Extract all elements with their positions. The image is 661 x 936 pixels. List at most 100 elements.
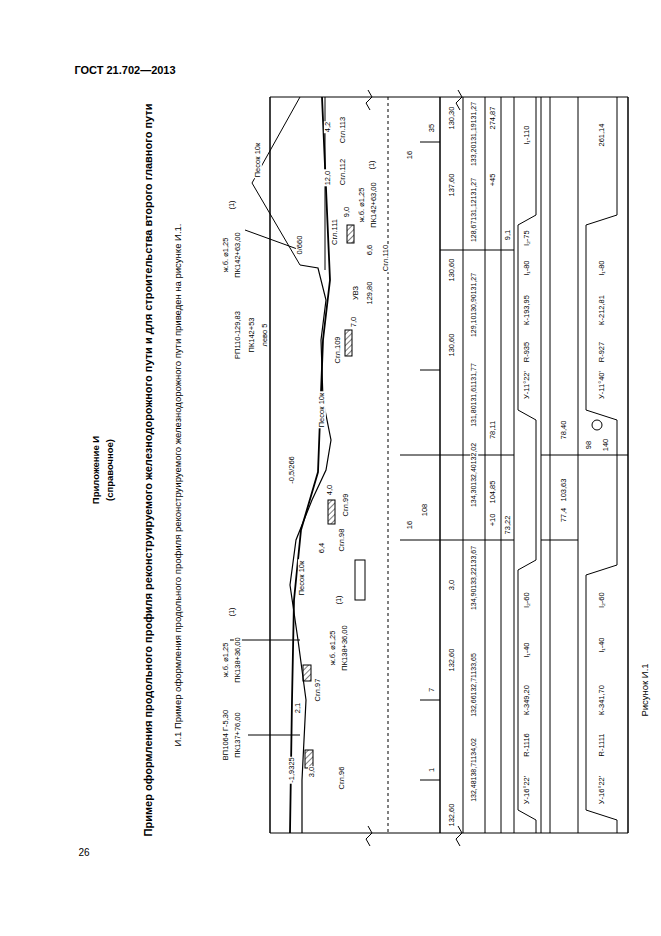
table-cell: 78,11 — [489, 420, 497, 440]
ground-line — [290, 265, 331, 833]
break-mark — [456, 826, 462, 846]
table-cell: 73,22 — [504, 515, 512, 536]
profile-label: 35 — [428, 123, 436, 133]
profile-label: Сгл.113 — [339, 116, 347, 144]
profile-label: Сгл.96 — [338, 766, 346, 791]
picket-tick — [420, 142, 440, 143]
culvert-hatch — [345, 330, 352, 356]
profile-label: 6,4 — [318, 542, 326, 554]
picket-tick — [400, 455, 440, 456]
profile-label: -0,5/266 — [288, 455, 296, 485]
table-cell: 9,1 — [504, 229, 512, 241]
table-cell: +10 — [489, 513, 497, 528]
profile-label: ПК142+63,00 — [234, 231, 242, 278]
table-line — [514, 97, 515, 833]
table-cell: 129,10130,90131,27 — [470, 272, 478, 338]
profile-label: УВЗ — [352, 285, 360, 301]
profile-label: Сгл.98 — [338, 528, 346, 553]
table-cell: l₁-80 — [523, 259, 531, 276]
profile-label: Песок 10к — [254, 142, 262, 179]
profile-label: ПК137+76,00 — [234, 711, 242, 758]
profile-label: (1) — [228, 606, 236, 617]
table-cell: 132,48138,71134,02 — [470, 737, 478, 803]
table-cell: У-11°22' — [523, 370, 531, 400]
table-cell: 137,60 — [448, 173, 456, 198]
profile-label: (1) — [335, 594, 343, 605]
frame-line — [270, 833, 628, 834]
profile-label: 7,0 — [350, 316, 358, 328]
profile-label: ПК142+63,00 — [370, 181, 378, 228]
datum-line — [269, 97, 271, 833]
table-cell: R-935 — [523, 341, 531, 363]
profile-label: Песок 10к — [318, 392, 326, 429]
table-cell: 77,4 — [560, 507, 568, 524]
table-cell: R-1116 — [523, 732, 531, 758]
profile-label: 16 — [406, 150, 414, 160]
profile-label: Сгл.110 — [382, 244, 390, 272]
figure-caption: Рисунок И.1 — [640, 662, 650, 717]
profile-label: ж.б. ⌀1,25 — [222, 237, 230, 274]
table-cell: l₁-80 — [598, 259, 606, 276]
table-cell: 133,20131,19131,27 — [470, 101, 478, 167]
divider — [440, 250, 514, 251]
table-cell: 134,90133,22133,67 — [470, 545, 478, 611]
table-line — [485, 97, 486, 833]
table-cell: 130,60 — [448, 333, 456, 358]
profile-label: 1 — [428, 767, 436, 773]
table-line — [501, 97, 502, 833]
table-line — [439, 97, 441, 833]
culvert-hatch — [303, 665, 311, 681]
table-cell: У-11°40' — [598, 370, 606, 400]
axis-symbol — [592, 420, 602, 430]
table-cell: 98 — [585, 440, 593, 450]
table-cell: l₁-110 — [523, 125, 531, 146]
break-mark — [456, 90, 462, 110]
table-cell: R-1111 — [598, 733, 606, 758]
table-cell: 132,60 — [448, 648, 456, 673]
frame-line — [270, 97, 628, 98]
profile-label: Сгл.112 — [339, 158, 347, 186]
table-cell: l₂-75 — [523, 229, 531, 246]
table-cell: 134,30132,40132,02 — [470, 442, 478, 508]
profile-label: Сгл.97 — [314, 678, 322, 703]
table-line — [550, 97, 551, 833]
profile-label: 0/660 — [296, 235, 304, 256]
profile-label: лево 5 — [261, 323, 269, 348]
profile-label: -1,9325 — [288, 756, 296, 783]
table-cell: l₁-40 — [598, 636, 606, 653]
divider — [541, 455, 628, 456]
table-cell: 132,66132,71133,65 — [470, 652, 478, 718]
table-cell: 274,87 — [489, 106, 497, 131]
profile-label: ПК142+53 — [248, 317, 256, 354]
profile-label: Сгл.109 — [334, 336, 342, 365]
profile-label: 6,6 — [366, 244, 374, 256]
break-mark — [366, 826, 372, 846]
table-cell: 78,40 — [560, 420, 568, 441]
profile-label: Сгл.99 — [342, 493, 350, 518]
leader-line — [248, 735, 300, 736]
picket-tick — [420, 370, 440, 371]
table-cell: К-341,70 — [598, 684, 606, 716]
table-cell: У-16°22' — [523, 775, 531, 805]
figure-title: Пример оформления продольного профиля ре… — [142, 103, 154, 838]
table-cell: 130,30 — [448, 106, 456, 131]
table-cell: 140 — [602, 438, 610, 453]
page-text: (справочное) — [105, 438, 115, 502]
table-line — [627, 97, 629, 833]
table-cell: У-16°22' — [598, 775, 606, 805]
leader-line — [245, 230, 300, 250]
picket-tick — [420, 780, 440, 781]
table-cell: 261,14 — [598, 123, 606, 148]
table-cell: 104,85 — [489, 480, 497, 505]
culvert-hatch — [347, 225, 354, 243]
profile-label: 4,2 — [324, 121, 332, 133]
profile-label: Сгл.111 — [331, 218, 339, 246]
profile-label: ПК138+36,00 — [234, 636, 242, 683]
page-text: 26 — [77, 847, 90, 858]
divider — [541, 540, 578, 541]
table-line — [541, 97, 542, 833]
picket-tick — [420, 700, 440, 701]
structure-box — [355, 560, 365, 600]
table-cell: l₁-40 — [523, 641, 531, 658]
profile-label: 16 — [406, 520, 414, 530]
